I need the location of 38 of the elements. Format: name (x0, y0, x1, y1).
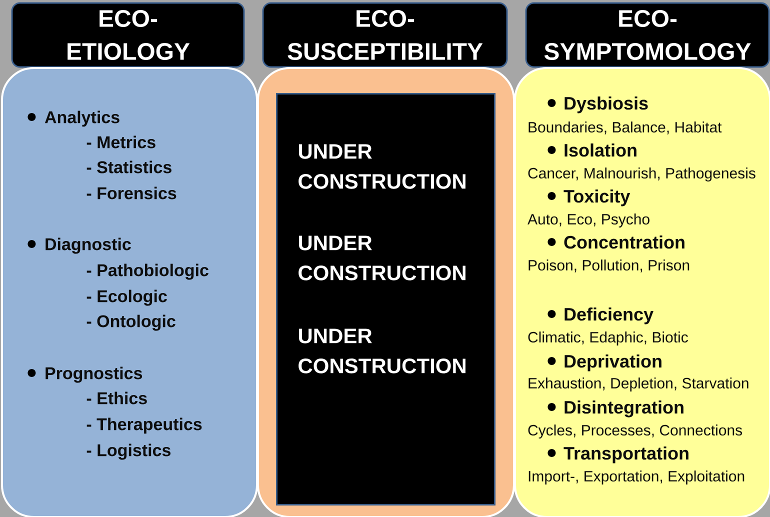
header-box: ECO- SYMPTOMOLOGY (525, 2, 770, 68)
list-heading: Toxicity (564, 189, 630, 206)
item-description: Cycles, Processes, Connections (528, 424, 742, 438)
item-description: Import-, Exportation, Exploitation (528, 470, 744, 484)
list-item: - Forensics (86, 186, 176, 200)
list-item: - Metrics (86, 136, 156, 148)
notice-box (276, 93, 496, 506)
item-description: Climatic, Edaphic, Biotic (528, 332, 688, 346)
list-item: - Ethics (86, 392, 147, 404)
list-panel (514, 67, 770, 517)
notice-text: UNDER CONSTRUCTION (298, 236, 466, 280)
notice-text: UNDER CONSTRUCTION (298, 144, 466, 189)
list-item: - Logistics (86, 444, 170, 460)
panel (257, 67, 515, 517)
list-heading: Deprivation (564, 354, 662, 372)
list-heading: Diagnostic (46, 238, 131, 254)
list-heading: Analytics (44, 110, 120, 127)
item-description: Cancer, Malnourish, Pathogenesis (528, 168, 756, 182)
list-heading: Prognostics (46, 366, 142, 383)
list-heading: Concentration (564, 235, 684, 249)
list-item: - Ontologic (86, 314, 176, 331)
item-description: Auto, Eco, Psycho (528, 214, 650, 228)
notice-text: UNDER CONSTRUCTION (298, 328, 466, 374)
item-description: Boundaries, Balance, Habitat (528, 122, 722, 134)
list-heading: Deficiency (564, 307, 654, 324)
list-item: - Ecologic (86, 290, 167, 306)
item-description: Exhaustion, Depletion, Starvation (528, 378, 748, 392)
list-item: - Therapeutics (86, 418, 202, 434)
list-heading: Dysbiosis (564, 96, 648, 114)
list-heading: Disintegration (564, 400, 684, 418)
item-description: Poison, Pollution, Prison (528, 260, 690, 272)
list-heading: Isolation (564, 143, 636, 157)
list-panel (1, 67, 258, 517)
header-box: ECO- SUSCEPTIBILITY (262, 2, 508, 68)
list-item: - Pathobiologic (86, 264, 208, 280)
header-box: ECO- ETIOLOGY (11, 2, 245, 68)
list-heading: Transportation (564, 446, 688, 464)
list-item: - Statistics (86, 160, 172, 174)
